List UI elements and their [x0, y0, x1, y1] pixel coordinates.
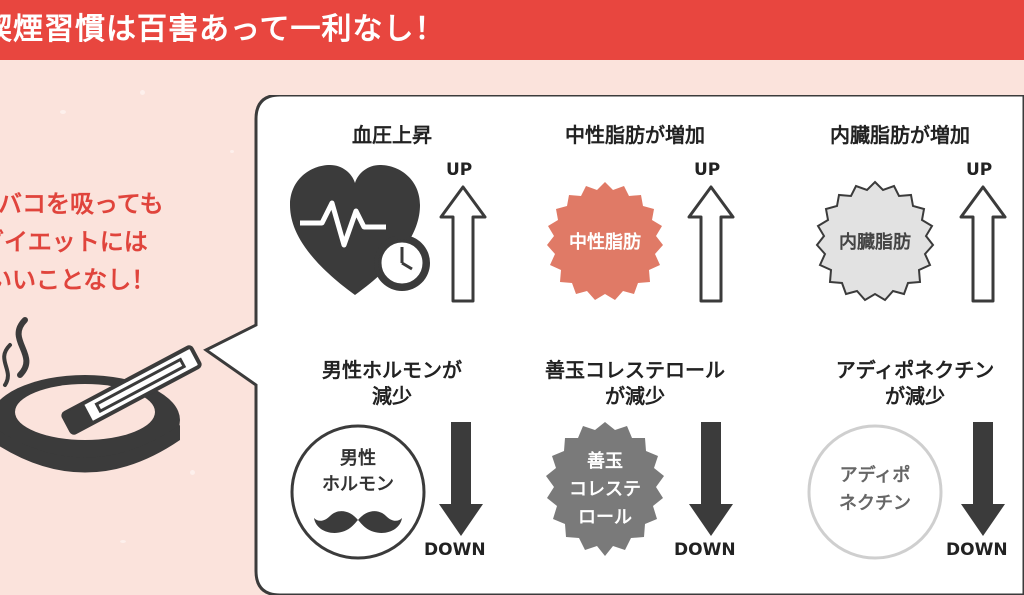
up-label: UP [446, 160, 473, 180]
left-message-line: ダイエットには [0, 228, 148, 256]
adiponectin-badge-label: アディポ ネクチン [817, 462, 933, 518]
up-arrow-icon [687, 185, 735, 303]
down-label: DOWN [424, 540, 486, 560]
heart-pulse-icon [290, 165, 430, 295]
effect-title-male-hormone: 男性ホルモンが 減少 [262, 357, 522, 409]
badge-line: アディポ [839, 465, 911, 486]
up-arrow-icon [959, 185, 1007, 303]
badge-line: ネクチン [839, 493, 911, 514]
badge-line: ホルモン [322, 474, 394, 495]
background-speck [60, 110, 66, 114]
hdl-cholesterol-badge-label: 善玉 コレステ ロール [547, 448, 663, 532]
effect-title-triglyceride: 中性脂肪が増加 [565, 123, 705, 147]
title-line: 善玉コレステロール [545, 358, 725, 382]
header-banner: 喫煙習慣は百害あって一利なし！ [0, 0, 1024, 60]
up-label: UP [966, 160, 993, 180]
background-speck [120, 540, 126, 543]
up-arrow-icon [439, 185, 487, 303]
title-line: 男性ホルモンが [322, 358, 462, 382]
effect-title-hdl-cholesterol: 善玉コレステロール が減少 [505, 357, 765, 409]
badge-line: 男性 [340, 448, 376, 469]
triglyceride-badge-icon [547, 182, 663, 300]
effect-title-visceral-fat: 内臓脂肪が増加 [830, 123, 970, 147]
visceral-fat-badge-icon [815, 180, 935, 302]
down-arrow-icon [961, 422, 1005, 536]
background-speck [140, 90, 145, 95]
adiponectin-badge-icon [807, 424, 943, 560]
hdl-cholesterol-badge-icon [546, 422, 664, 556]
ashtray-cigarette-icon [0, 317, 202, 473]
title-line: が減少 [885, 384, 945, 408]
mustache-icon [314, 511, 402, 533]
banner-title: 喫煙習慣は百害あって一利なし！ [0, 12, 446, 47]
background-speck [190, 470, 195, 475]
badge-line: ロール [578, 507, 632, 528]
left-message-line: タバコを吸っても [0, 190, 164, 218]
badge-line: コレステ [569, 479, 641, 500]
effect-title-adiponectin: アディポネクチン が減少 [785, 357, 1024, 409]
down-arrow-icon [689, 422, 733, 536]
male-hormone-badge-label: 男性 ホルモン [300, 446, 416, 498]
down-label: DOWN [946, 540, 1008, 560]
down-label: DOWN [674, 540, 736, 560]
visceral-fat-badge-label: 内臓脂肪 [839, 232, 911, 253]
left-message-line: いいことなし！ [0, 266, 156, 294]
background-speck [230, 150, 234, 153]
left-message: タバコを吸っても ダイエットには いいことなし！ [0, 185, 164, 299]
down-arrow-icon [439, 422, 483, 536]
title-line: が減少 [605, 384, 665, 408]
title-line: 減少 [372, 384, 412, 408]
triglyceride-badge-label: 中性脂肪 [569, 232, 641, 253]
up-label: UP [694, 160, 721, 180]
effect-title-blood-pressure: 血圧上昇 [352, 123, 432, 147]
title-line: アディポネクチン [835, 358, 995, 382]
male-hormone-badge-icon [290, 424, 426, 560]
badge-line: 善玉 [587, 451, 623, 472]
